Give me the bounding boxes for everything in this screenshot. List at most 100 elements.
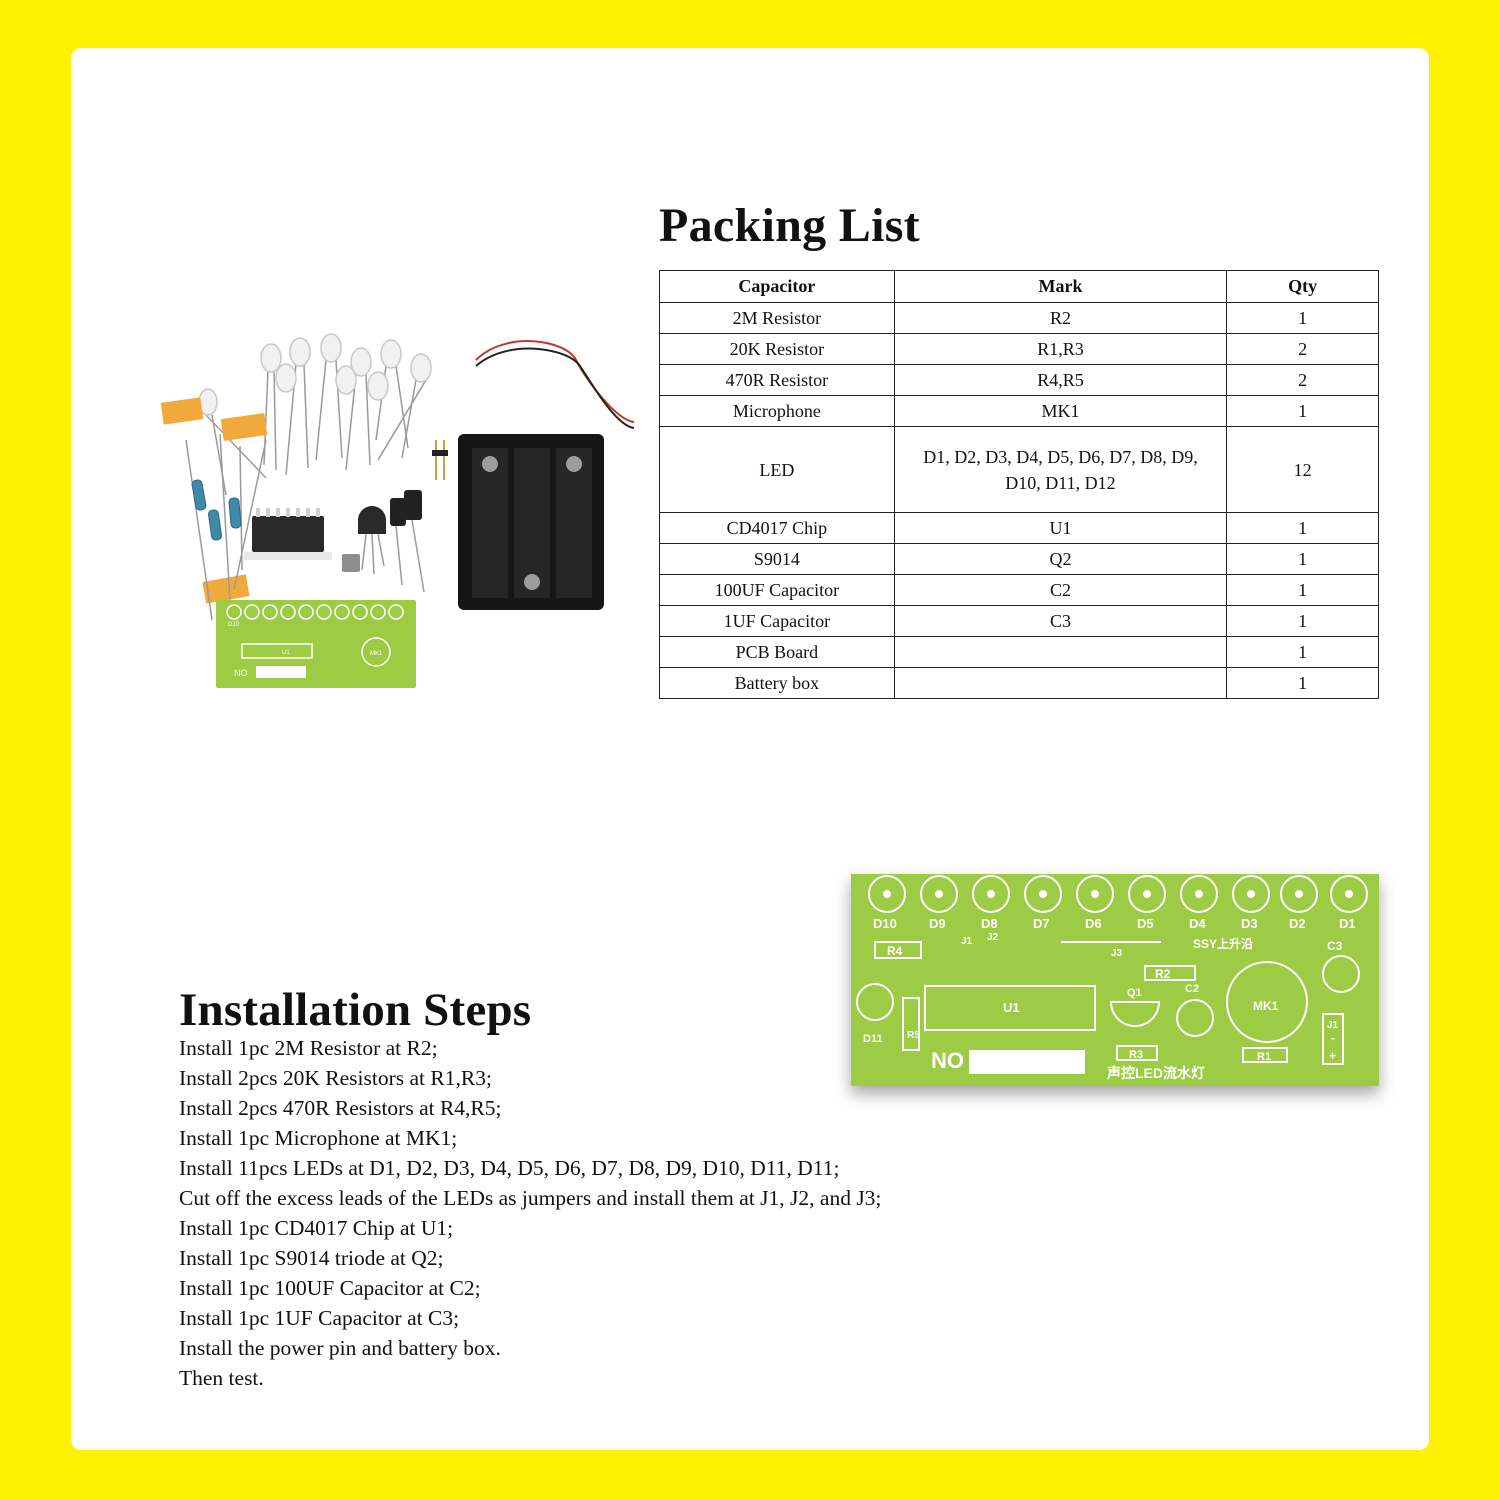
table-cell: C2 [893, 574, 1228, 606]
table-cell: 100UF Capacitor [659, 574, 895, 606]
table-cell: 470R Resistor [659, 364, 895, 396]
pcb-label-r5: R5 [907, 1030, 920, 1041]
column-header: Capacitor [659, 270, 895, 303]
installation-step: Install 1pc S9014 triode at Q2; [179, 1246, 444, 1270]
table-row: PCB Board 1 [659, 636, 1379, 668]
pcb-label-d4: D4 [1189, 916, 1206, 931]
table-cell: 1 [1226, 667, 1379, 699]
table-row: 20K Resistor R1,R3 2 [659, 333, 1379, 365]
table-cell [893, 667, 1228, 699]
svg-text:MK1: MK1 [370, 651, 383, 657]
kit-pcb: D10 U1 MK1 NO [216, 600, 416, 688]
table-cell: MK1 [893, 395, 1228, 427]
table-cell: C3 [893, 605, 1228, 637]
pcb-label-q1: Q1 [1127, 987, 1142, 999]
pcb-label-d5: D5 [1137, 916, 1154, 931]
table-cell: Q2 [893, 543, 1228, 575]
pcb-label-j3: J3 [1111, 948, 1123, 959]
table-row: Microphone MK1 1 [659, 395, 1379, 427]
table-cell: 12 [1226, 426, 1379, 513]
table-cell: 2 [1226, 364, 1379, 396]
svg-text:NO: NO [234, 668, 248, 678]
pcb-label-r2: R2 [1155, 967, 1171, 981]
table-cell: R4,R5 [893, 364, 1228, 396]
table-cell: 1 [1226, 636, 1379, 668]
pcb-label-d11: D11 [863, 1033, 883, 1045]
pcb-label-d8: D8 [981, 916, 998, 931]
pcb-label-c3: C3 [1327, 939, 1343, 953]
pcb-label-c2: C2 [1185, 983, 1199, 995]
pcb-label-r4: R4 [887, 944, 903, 958]
packing-list-table: Capacitor Mark Qty 2M Resistor R2 1 20K … [659, 270, 1379, 699]
table-cell: R2 [893, 302, 1228, 334]
table-row: S9014 Q2 1 [659, 543, 1379, 575]
table-row: 100UF Capacitor C2 1 [659, 574, 1379, 606]
table-cell: D1, D2, D3, D4, D5, D6, D7, D8, D9, D10,… [893, 426, 1228, 513]
installation-steps-title: Installation Steps [179, 984, 532, 1036]
table-header-row: Capacitor Mark Qty [659, 270, 1379, 303]
pcb-label-ssy: SSY上升沿 [1193, 936, 1253, 951]
table-cell [893, 636, 1228, 668]
installation-step: Install 1pc 100UF Capacitor at C2; [179, 1276, 481, 1300]
pcb-label-d3: D3 [1241, 916, 1258, 931]
svg-text:D10: D10 [228, 622, 240, 628]
pcb-label-mk1: MK1 [1253, 999, 1279, 1013]
table-cell: 1 [1226, 605, 1379, 637]
pcb-label-d7: D7 [1033, 916, 1050, 931]
table-row: CD4017 Chip U1 1 [659, 512, 1379, 544]
pcb-label-plus: + [1329, 1049, 1336, 1063]
installation-step: Install 11pcs LEDs at D1, D2, D3, D4, D5… [179, 1156, 840, 1180]
table-cell: 1 [1226, 395, 1379, 427]
pcb-label-r1: R1 [1257, 1051, 1271, 1063]
table-cell: 1 [1226, 574, 1379, 606]
pcb-label-r3: R3 [1129, 1049, 1143, 1061]
installation-step: Install 1pc CD4017 Chip at U1; [179, 1216, 454, 1240]
table-row: 2M Resistor R2 1 [659, 302, 1379, 334]
pcb-label-title: 声控LED流水灯 [1106, 1065, 1205, 1081]
pcb-label-d10: D10 [873, 916, 897, 931]
table-cell: PCB Board [659, 636, 895, 668]
table-row: LED D1, D2, D3, D4, D5, D6, D7, D8, D9, … [659, 426, 1379, 513]
pcb-label-d9: D9 [929, 916, 946, 931]
column-header: Qty [1226, 270, 1379, 303]
table-cell: Microphone [659, 395, 895, 427]
table-cell: 20K Resistor [659, 333, 895, 365]
installation-step: Cut off the excess leads of the LEDs as … [179, 1186, 882, 1210]
pcb-label-j1-power: J1 [1327, 1020, 1339, 1031]
table-cell: 1UF Capacitor [659, 605, 895, 637]
table-cell: S9014 [659, 543, 895, 575]
table-cell: 2M Resistor [659, 302, 895, 334]
table-cell: Battery box [659, 667, 895, 699]
installation-step: Then test. [179, 1366, 264, 1390]
pcb-label-d6: D6 [1085, 916, 1102, 931]
table-cell: 1 [1226, 543, 1379, 575]
installation-step: Install 1pc Microphone at MK1; [179, 1126, 458, 1150]
pcb-label-d2: D2 [1289, 916, 1306, 931]
table-cell: CD4017 Chip [659, 512, 895, 544]
installation-steps-list: Install 1pc 2M Resistor at R2; Install 2… [179, 1033, 881, 1393]
pcb-label-u1: U1 [1003, 1000, 1020, 1015]
table-cell: 1 [1226, 302, 1379, 334]
pcb-board-photo: D10 D9 D8 D7 D6 D5 D4 D3 D2 D1 J1 J2 J3 … [851, 874, 1379, 1086]
packing-list-title: Packing List [659, 199, 920, 252]
pcb-label-minus: - [1331, 1031, 1335, 1045]
electronic-kit-components-photo: D10 U1 MK1 NO [146, 330, 642, 696]
pcb-label-d1: D1 [1339, 916, 1356, 931]
table-row: Battery box 1 [659, 667, 1379, 699]
installation-step: Install 1pc 2M Resistor at R2; [179, 1036, 438, 1060]
table-cell: 2 [1226, 333, 1379, 365]
led-mark-line-1: D1, D2, D3, D4, D5, D6, D7, D8, D9, [923, 446, 1198, 467]
column-header: Mark [893, 270, 1228, 303]
pcb-label-j1: J1 [961, 936, 973, 947]
pcb-label-j2: J2 [987, 932, 999, 943]
table-cell: 1 [1226, 512, 1379, 544]
table-cell: R1,R3 [893, 333, 1228, 365]
svg-text:U1: U1 [282, 650, 290, 656]
installation-step: Install 2pcs 470R Resistors at R4,R5; [179, 1096, 502, 1120]
installation-step: Install 1pc 1UF Capacitor at C3; [179, 1306, 460, 1330]
battery-box [458, 340, 635, 610]
led-mark-line-2: D10, D11, D12 [1005, 472, 1116, 493]
cd4017-chip [244, 508, 332, 560]
table-row: 470R Resistor R4,R5 2 [659, 364, 1379, 396]
table-cell: LED [659, 426, 895, 513]
